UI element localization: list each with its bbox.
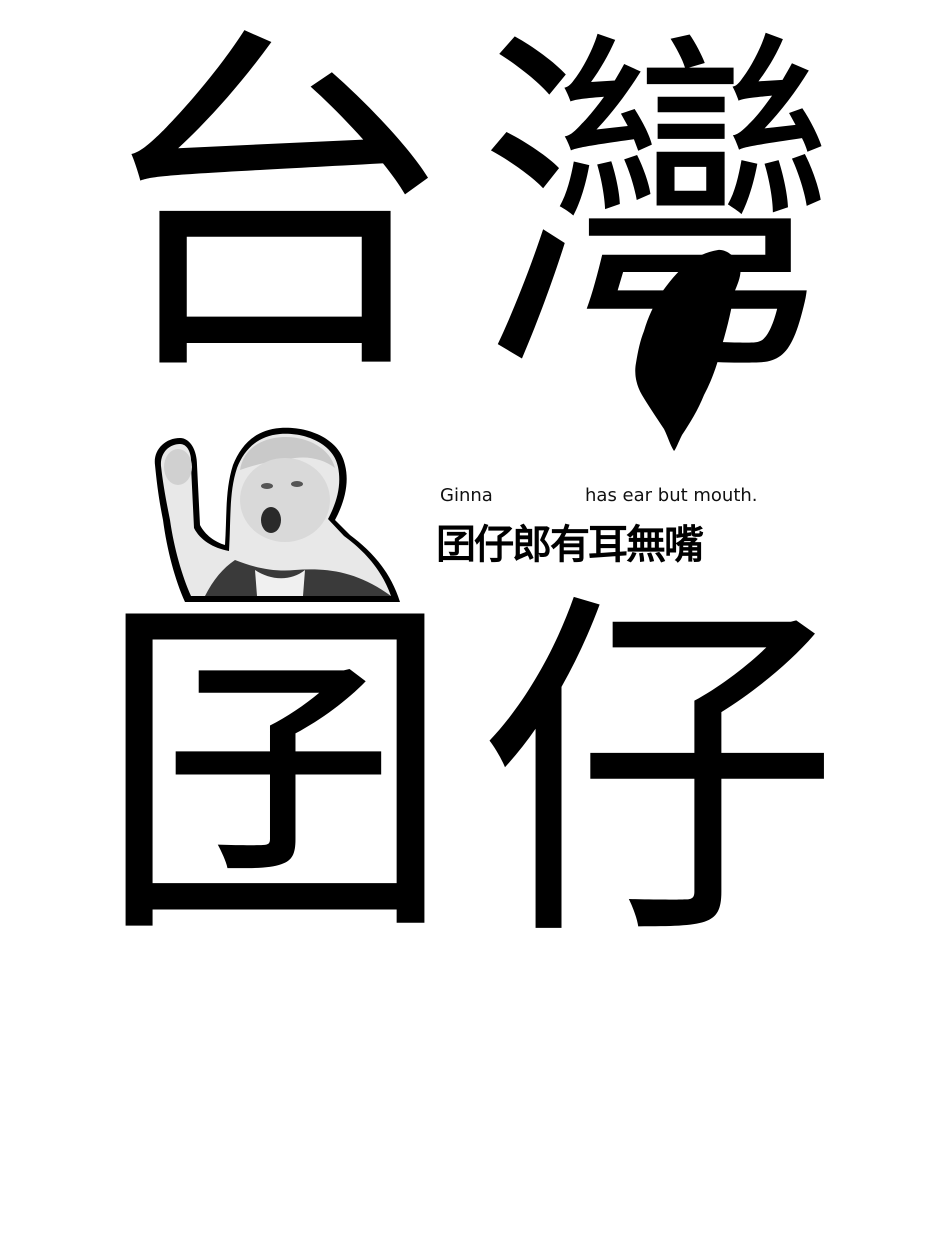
title-char-a: 仔 xyxy=(478,565,838,984)
title-char-tai: 台 xyxy=(95,0,455,419)
shouting-child-photo xyxy=(154,427,400,602)
caption-english-proverb: has ear but mouth. xyxy=(585,485,758,506)
title-char-gin: 囝 xyxy=(95,565,455,984)
taiwan-map-icon xyxy=(635,249,741,451)
caption-english-name: Ginna xyxy=(440,485,493,506)
caption-chinese-proverb: 囝仔郎有耳無嘴 xyxy=(436,522,704,568)
